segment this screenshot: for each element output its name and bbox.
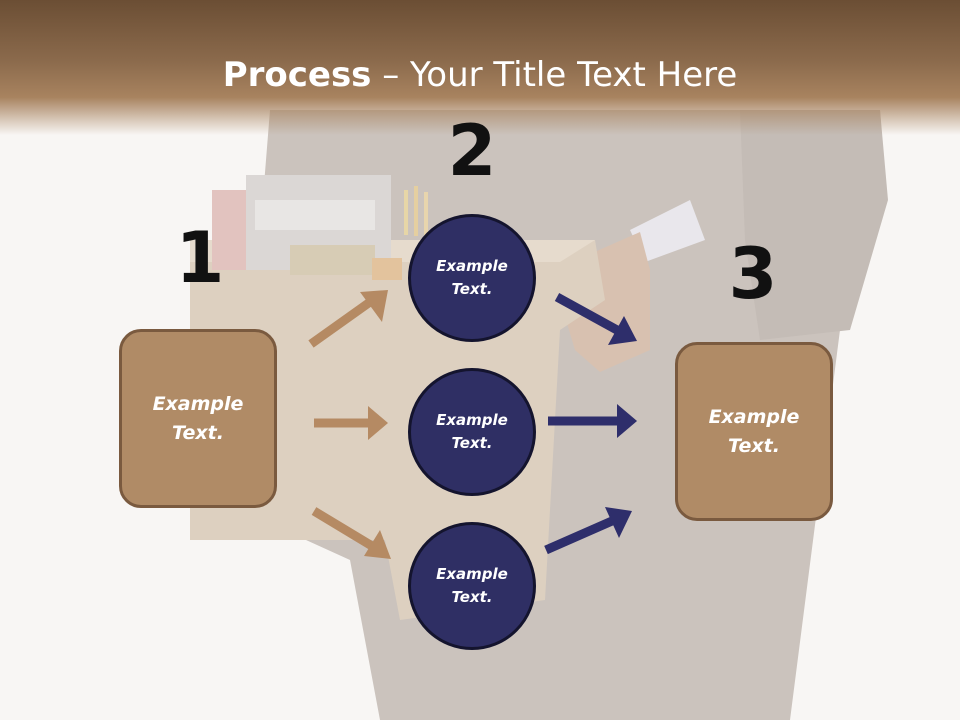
left-box[interactable]: Example Text. [119, 329, 277, 508]
circle-3-text: Example Text. [427, 563, 517, 609]
arrow-circle-3-to-right [544, 507, 632, 555]
circle-2-line-1: Example [436, 411, 508, 429]
step-number-2: 2 [447, 110, 497, 192]
step-number-1: 1 [175, 217, 225, 299]
left-box-line-1: Example [152, 392, 244, 415]
circle-1-line-2: Text. [451, 280, 493, 298]
circle-2-line-2: Text. [451, 434, 493, 452]
arrow-left-to-circle-2 [314, 406, 388, 440]
right-box-text: Example Text. [694, 403, 814, 461]
left-box-text: Example Text. [138, 390, 258, 448]
slide-title[interactable]: Process – Your Title Text Here [0, 52, 960, 98]
circle-3-line-1: Example [436, 565, 508, 583]
arrow-left-to-circle-3 [311, 507, 391, 559]
left-box-line-2: Text. [172, 421, 224, 444]
title-rest: – Your Title Text Here [371, 55, 738, 95]
circle-3[interactable]: Example Text. [408, 522, 536, 650]
right-box[interactable]: Example Text. [675, 342, 833, 521]
circle-1-line-1: Example [436, 257, 508, 275]
circle-3-line-2: Text. [451, 588, 493, 606]
header-band [0, 0, 960, 135]
circle-1-text: Example Text. [427, 255, 517, 301]
right-box-line-2: Text. [728, 434, 780, 457]
arrow-circle-1-to-right [554, 293, 637, 345]
arrow-circle-2-to-right [548, 404, 637, 438]
arrow-left-to-circle-1 [308, 290, 388, 348]
right-box-line-1: Example [708, 405, 800, 428]
circle-2-text: Example Text. [427, 409, 517, 455]
circle-1[interactable]: Example Text. [408, 214, 536, 342]
title-bold: Process [222, 55, 372, 95]
step-number-3: 3 [728, 233, 778, 315]
circle-2[interactable]: Example Text. [408, 368, 536, 496]
